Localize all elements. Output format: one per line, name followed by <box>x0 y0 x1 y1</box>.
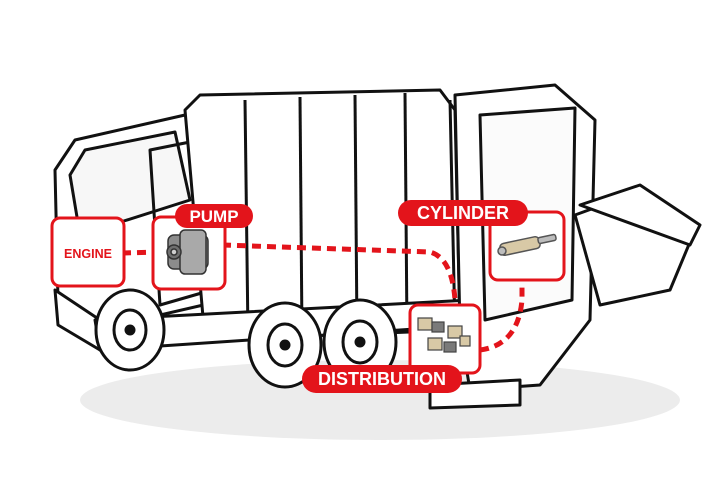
distribution-tag <box>302 365 462 393</box>
body-rib-2 <box>298 96 304 336</box>
cylinder-tag <box>398 200 528 226</box>
pump-label: PUMP <box>189 207 238 226</box>
cylinder-label: CYLINDER <box>417 203 509 223</box>
hydraulic-cylinder-icon <box>497 233 557 257</box>
front-wheel <box>94 288 166 372</box>
wheels <box>94 288 398 389</box>
garbage-truck <box>53 83 702 410</box>
engine-box <box>50 216 126 288</box>
pump-callout: PUMP <box>151 204 253 291</box>
rear-wheel-2 <box>322 298 398 386</box>
flow-pump-to-distribution <box>221 242 458 301</box>
engine-callout: ENGINE <box>50 216 126 288</box>
body-rib-3 <box>353 94 359 334</box>
pump-tag <box>175 204 253 228</box>
cylinder-callout: CYLINDER <box>398 200 566 282</box>
rear-wheel-1 <box>247 301 323 389</box>
engine-label: ENGINE <box>64 247 112 261</box>
flow-distribution-to-cylinder <box>479 282 525 353</box>
raised-bin-lid <box>578 183 702 247</box>
gear-pump-icon <box>166 229 209 275</box>
distribution-callout: DISTRIBUTION <box>302 303 482 393</box>
distribution-valve-icon <box>417 317 471 353</box>
distribution-label: DISTRIBUTION <box>318 369 446 389</box>
